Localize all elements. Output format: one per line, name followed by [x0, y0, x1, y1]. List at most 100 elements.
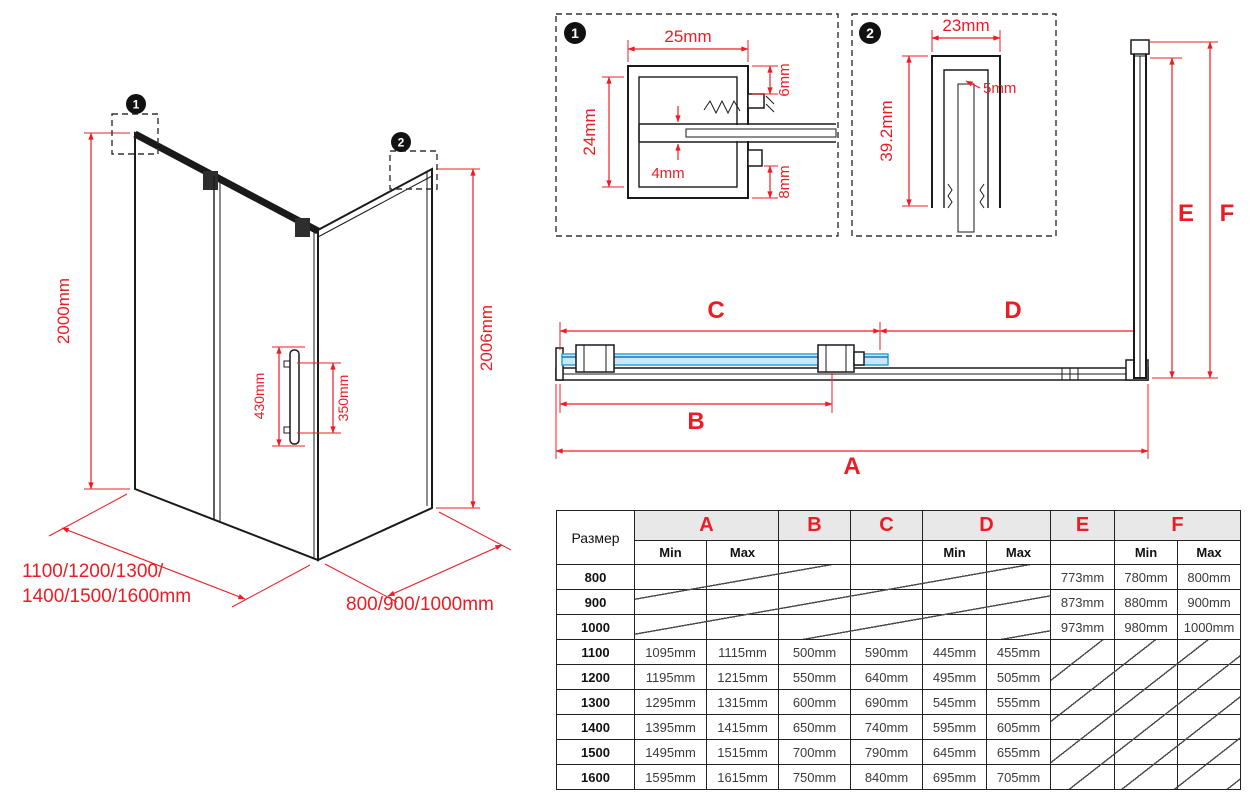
value-cell: 1295mm [634, 689, 707, 715]
size-cell: 1600 [556, 764, 635, 790]
value-cell: 1095mm [634, 639, 707, 665]
dim-letter-e: E [1178, 200, 1194, 227]
value-cell [778, 564, 852, 590]
detail-1-callout-box [111, 113, 159, 155]
value-cell [850, 614, 924, 640]
dim-profile1-width: 25mm [664, 27, 711, 46]
detail-2-number: 2 [866, 25, 874, 41]
value-cell: 1215mm [705, 664, 780, 690]
value-cell [1114, 714, 1179, 740]
value-cell [1177, 714, 1242, 740]
size-cell: 900 [556, 589, 635, 615]
value-cell: 740mm [850, 714, 924, 740]
size-cell: 1500 [556, 739, 635, 765]
value-cell [1177, 689, 1242, 715]
value-cell: 600mm [778, 689, 852, 715]
d-max-header: Max [986, 540, 1052, 565]
value-cell [1050, 639, 1116, 665]
glass-in-slot [685, 128, 837, 138]
value-cell: 1195mm [634, 664, 707, 690]
size-cell: 1100 [556, 639, 635, 665]
dim-profile2-width: 23mm [942, 16, 989, 35]
size-cell: 1000 [556, 614, 635, 640]
value-cell: 645mm [922, 739, 988, 765]
value-cell: 695mm [922, 764, 988, 790]
b-subheader-empty [778, 540, 852, 565]
roller-hook [747, 93, 765, 109]
dim-letter-a: A [843, 453, 860, 480]
value-cell [1050, 664, 1116, 690]
plan-view: C D B A [555, 297, 1149, 480]
value-cell: 705mm [986, 764, 1052, 790]
c-subheader-empty [850, 540, 924, 565]
dim-letter-d: D [1004, 297, 1021, 324]
value-cell [986, 564, 1052, 590]
dim-height-right: 2006mm [477, 305, 496, 371]
a-min-header: Min [634, 540, 707, 565]
column-header-c: C [850, 510, 924, 541]
value-cell: 1315mm [705, 689, 780, 715]
roller-carriage-left [575, 344, 615, 373]
f-min-header: Min [1114, 540, 1179, 565]
column-header-f: F [1114, 510, 1242, 541]
dim-profile2-glass-slot: 5mm [983, 80, 1016, 97]
roller-spring [703, 99, 741, 115]
value-cell: 655mm [986, 739, 1052, 765]
value-cell: 1000mm [1177, 614, 1242, 640]
value-cell: 590mm [850, 639, 924, 665]
detail-1-view: 1 25mm 24mm 4mm 6mm 8mm [555, 13, 839, 237]
size-column-header: Размер [556, 510, 635, 565]
dim-profile2-depth: 39.2mm [877, 100, 896, 161]
value-cell: 1415mm [705, 714, 780, 740]
value-cell: 555mm [986, 689, 1052, 715]
return-panel-cap [1130, 39, 1150, 55]
dim-depth-options: 800/900/1000mm [346, 594, 494, 615]
value-cell: 445mm [922, 639, 988, 665]
roller-carriage-right [817, 344, 855, 373]
value-cell: 595mm [922, 714, 988, 740]
value-cell [1050, 714, 1116, 740]
value-cell [986, 589, 1052, 615]
iso-view: 2000mm 2006mm 430mm 350mm 1100/1200/1300… [22, 94, 512, 615]
value-cell: 900mm [1177, 589, 1242, 615]
marker-1-badge [126, 94, 146, 114]
value-cell [634, 589, 707, 615]
value-cell [778, 614, 852, 640]
column-header-e: E [1050, 510, 1116, 541]
value-cell [1114, 664, 1179, 690]
value-cell: 800mm [1177, 564, 1242, 590]
profile-2-outer [931, 55, 1001, 208]
dim-letter-b: B [687, 408, 704, 435]
value-cell: 880mm [1114, 589, 1179, 615]
dim-profile1-gap-bottom: 8mm [776, 165, 793, 198]
value-cell [1114, 764, 1179, 790]
column-header-a: A [633, 510, 780, 541]
value-cell: 545mm [922, 689, 988, 715]
value-cell: 700mm [778, 739, 852, 765]
value-cell [1114, 739, 1179, 765]
dim-handle-height: 430mm [251, 373, 267, 420]
value-cell [705, 589, 780, 615]
value-cell: 773mm [1050, 564, 1116, 590]
column-header-b: B [778, 510, 852, 541]
f-max-header: Max [1177, 540, 1242, 565]
stopper [853, 351, 865, 366]
value-cell [705, 564, 780, 590]
value-cell: 973mm [1050, 614, 1116, 640]
value-cell: 455mm [986, 639, 1052, 665]
value-cell: 495mm [922, 664, 988, 690]
value-cell [1050, 739, 1116, 765]
value-cell [1177, 664, 1242, 690]
clip-spring-left [947, 183, 953, 209]
value-cell [1114, 639, 1179, 665]
dim-letter-f: F [1220, 200, 1235, 227]
clip-spring-right [979, 183, 985, 209]
value-cell [986, 614, 1052, 640]
dim-width-options-2: 1400/1500/1600mm [22, 586, 191, 607]
detail-1-badge [564, 22, 586, 44]
